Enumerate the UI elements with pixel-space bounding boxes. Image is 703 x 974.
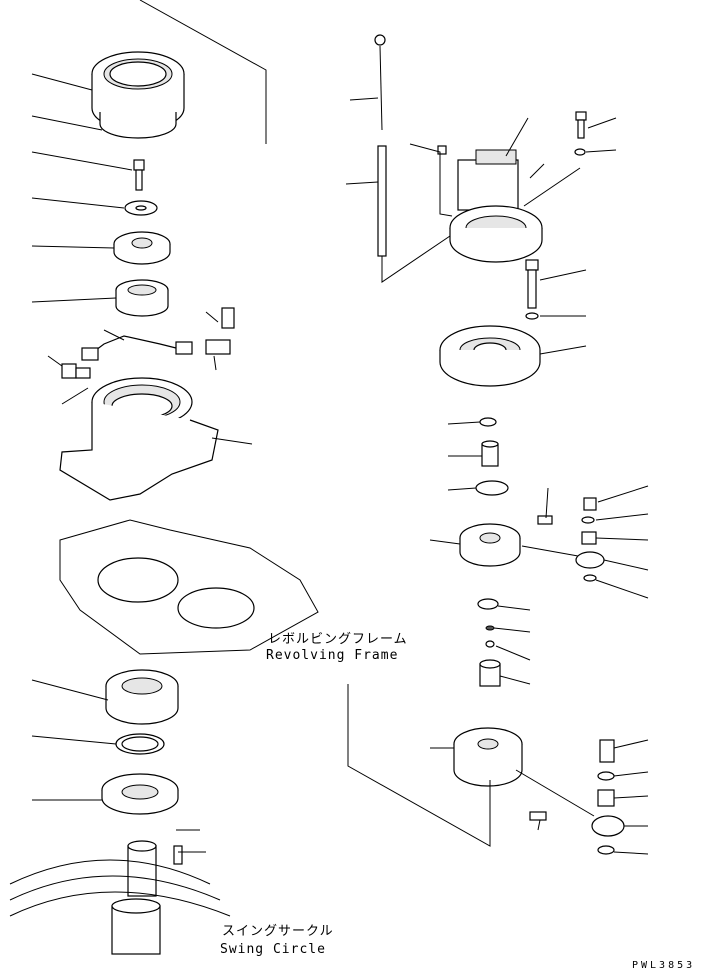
pinion-shaft-icon (111, 840, 161, 955)
ring-gear-icon (439, 325, 541, 387)
carrier-plate-icon (113, 231, 171, 265)
planet-gear-icon (537, 497, 605, 582)
dipstick-icon (374, 34, 387, 257)
leader-lines-right (345, 97, 649, 855)
swing-motor-icon (449, 149, 543, 263)
washer-icon (124, 200, 158, 216)
fitting-icon (205, 307, 235, 355)
bearing-icon (115, 279, 169, 317)
leader-lines-left (31, 0, 267, 853)
bolt-icon (173, 845, 183, 865)
swing-circle-label-jp: スイングサークル (222, 924, 334, 939)
swing-circle-icon (9, 859, 231, 917)
swing-circle-label-en: Swing Circle (220, 942, 326, 957)
sun-gear-icon (479, 659, 501, 687)
swing-housing-icon (59, 377, 219, 501)
carrier-icon (459, 523, 521, 567)
bearing-icon (475, 440, 509, 496)
snap-ring-icon (477, 598, 499, 648)
drawing-code: PWL3853 (632, 960, 696, 971)
revolving-frame-label-jp: レボルビングフレーム (268, 632, 408, 647)
bolt-icon (437, 111, 587, 309)
planet-gear-icon (529, 739, 625, 855)
bolt-icon (133, 159, 145, 191)
seal-ring-icon (115, 733, 165, 755)
carrier-icon (453, 727, 523, 787)
cover-icon (101, 773, 179, 815)
ring-gear-icon (91, 51, 185, 139)
elbow-fitting-icon (61, 363, 91, 379)
bearing-icon (105, 669, 179, 725)
hose-icon (81, 335, 193, 361)
revolving-frame-icon (59, 519, 319, 655)
revolving-frame-label-en: Revolving Frame (266, 648, 399, 663)
